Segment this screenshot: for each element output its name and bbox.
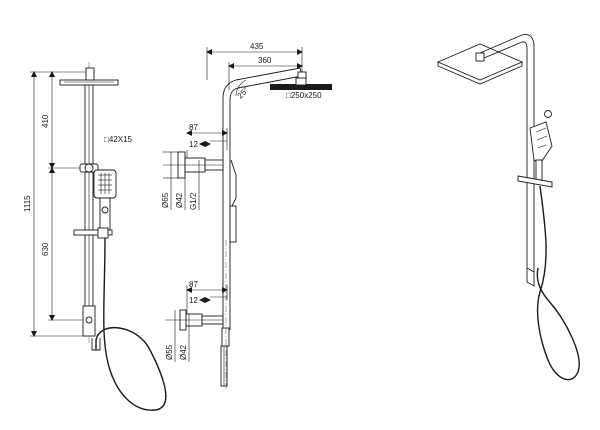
- rain-head-iso: [436, 43, 524, 85]
- dim-lower-section: 630: [41, 242, 50, 256]
- rain-head-size-label: □250x250: [286, 91, 322, 100]
- front-view: 1115 410 630 □42X15: [23, 62, 167, 411]
- hose-iso: [536, 185, 580, 381]
- rain-head-side: [270, 77, 332, 90]
- shower-arm-iso: [479, 33, 535, 90]
- rain-head-front: [59, 67, 119, 86]
- handshower-iso: [529, 110, 553, 185]
- riser-column-iso: [526, 90, 535, 287]
- dim-overall-height: 1115: [23, 195, 32, 212]
- dim-upper-12: 12: [189, 140, 198, 149]
- diverter-knob-front: [79, 163, 99, 173]
- lower-wall-connection: [165, 309, 224, 331]
- dia-lower-42: Ø42: [179, 344, 188, 360]
- isometric-view: [436, 33, 580, 381]
- slide-bracket-front: [73, 227, 113, 239]
- dia-upper-42: Ø42: [175, 192, 184, 208]
- dim-reach-head: 360: [258, 56, 272, 65]
- dia-lower-55: Ø55: [165, 344, 174, 360]
- handshower-head-size-label: □42X15: [104, 135, 133, 144]
- side-view: 435 360 25° □250x250 87 12: [161, 42, 332, 390]
- handshower-side: [229, 159, 237, 243]
- dim-upper-87: 87: [189, 123, 198, 132]
- slide-bracket-iso: [517, 175, 553, 188]
- dia-upper-65: Ø65: [161, 192, 170, 208]
- dim-upper-section: 410: [41, 114, 50, 128]
- thread-upper-g12: G1/2: [189, 192, 198, 210]
- hose-front: [95, 237, 167, 411]
- dim-lower-87: 87: [189, 280, 198, 289]
- handshower-nozzle-grid: [98, 173, 112, 194]
- riser-column-front: [82, 84, 96, 337]
- upper-wall-connection: [163, 151, 224, 179]
- handshower-front: [93, 169, 117, 231]
- dim-reach-total: 435: [250, 42, 264, 51]
- dim-lower-12: 12: [189, 296, 198, 305]
